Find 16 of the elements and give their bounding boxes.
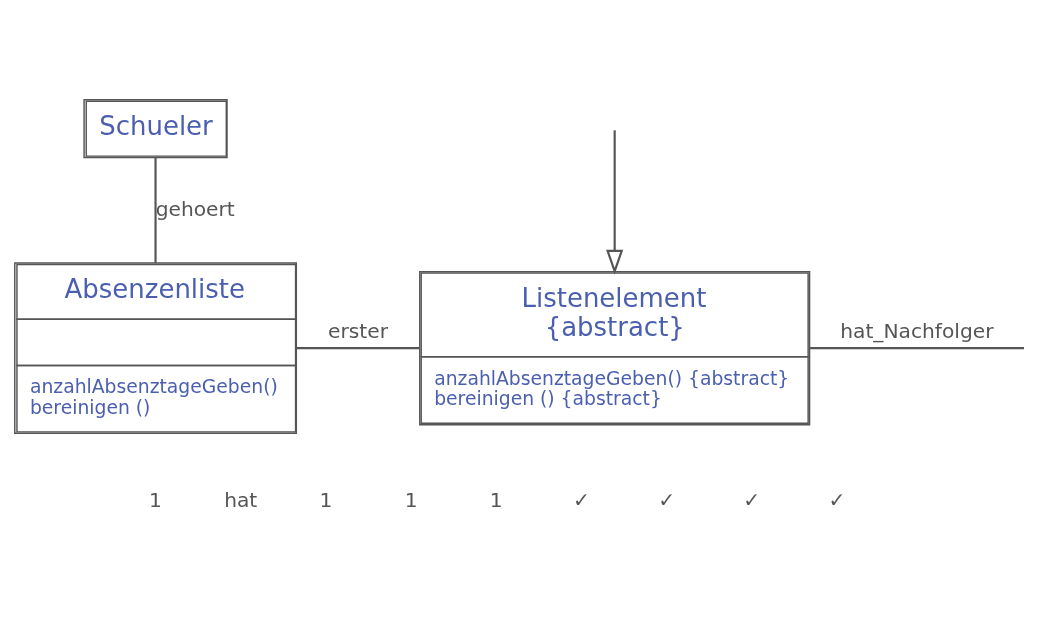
arrow bbox=[605, 129, 623, 274]
label: 1 bbox=[148, 487, 162, 512]
label: 1 bbox=[404, 487, 418, 512]
edge-label: erster bbox=[327, 318, 388, 343]
label: ✓ bbox=[742, 487, 760, 512]
label: ✓ bbox=[828, 487, 845, 512]
connector bbox=[809, 346, 1024, 349]
connector bbox=[153, 157, 157, 263]
edge-label: hat_Nachfolger bbox=[839, 318, 994, 343]
connector bbox=[295, 346, 420, 349]
label: ✓ bbox=[572, 487, 590, 512]
label: ✓ bbox=[657, 487, 675, 512]
label: hat bbox=[223, 487, 257, 512]
label: 1 bbox=[489, 487, 503, 512]
label: 1 bbox=[318, 487, 332, 512]
edge-label: gehoert bbox=[155, 196, 235, 221]
